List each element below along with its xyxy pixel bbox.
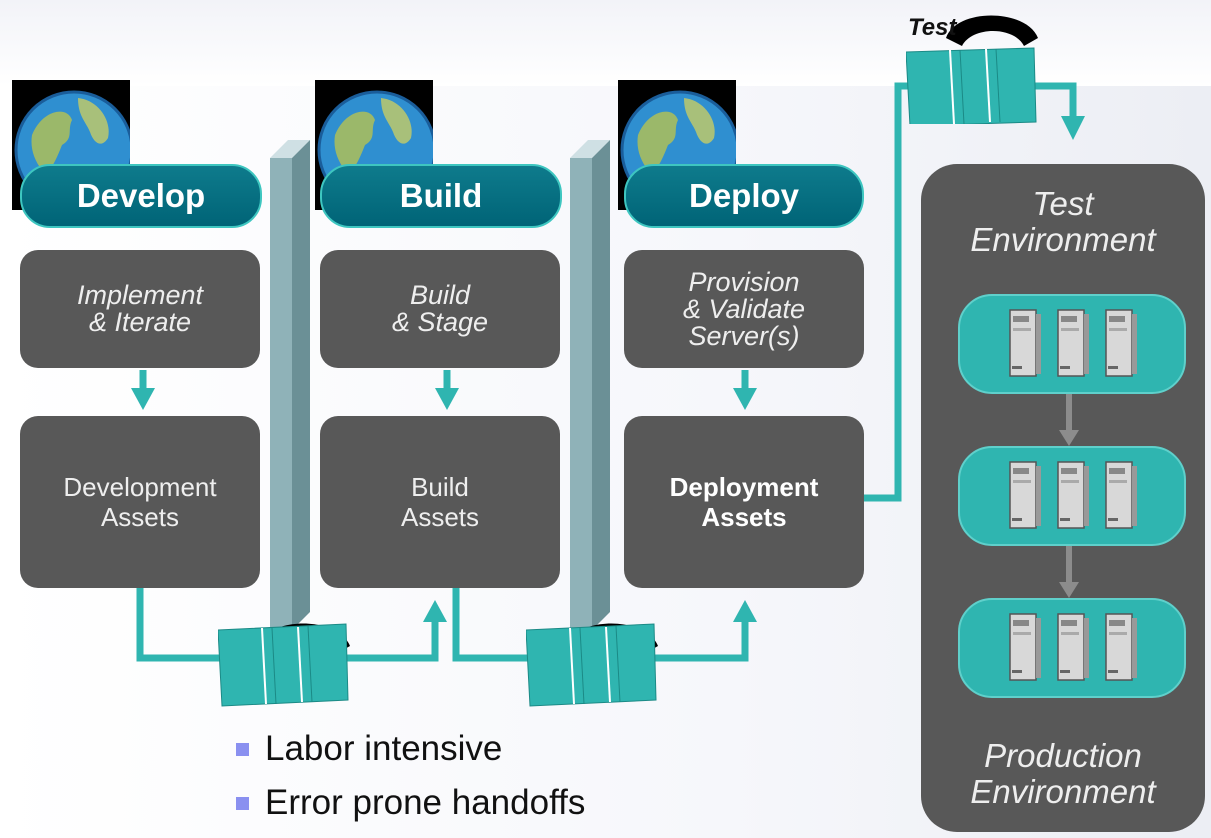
development-assets-box: Development Assets — [20, 416, 260, 588]
build-task-line: Build — [409, 280, 471, 310]
tape-handoff-icon — [526, 623, 658, 707]
develop-task-line: & Iterate — [88, 307, 192, 337]
bullet-square-icon — [236, 742, 249, 756]
bullet-list: Labor intensive Error prone handoffs — [236, 722, 585, 830]
stage-deploy-label: Deploy — [624, 164, 864, 228]
server-pod — [958, 598, 1186, 698]
test-environment-line: Test — [1032, 185, 1094, 222]
test-environment-title: Test Environment — [921, 186, 1205, 258]
deploy-to-test-pipe — [864, 82, 1077, 502]
build-task-line: & Stage — [391, 307, 489, 337]
server-icon — [1057, 613, 1089, 681]
server-icon — [1057, 309, 1089, 377]
development-assets-line: Development — [63, 472, 217, 502]
build-assets-box: Build Assets — [320, 416, 560, 588]
server-icon — [1009, 613, 1041, 681]
production-environment-line: Environment — [970, 773, 1156, 810]
deployment-assets-line: Assets — [701, 502, 787, 532]
bullet-item: Error prone handoffs — [236, 776, 585, 830]
handoff-barrier-pillar — [270, 140, 310, 630]
production-environment-title: Production Environment — [921, 738, 1205, 810]
server-icon — [1009, 309, 1041, 377]
stage-build-label: Build — [320, 164, 562, 228]
deployment-assets-box: Deployment Assets — [624, 416, 864, 588]
handoff-barrier-pillar — [570, 140, 610, 630]
build-assets-line: Build — [411, 472, 469, 502]
bullet-text: Labor intensive — [265, 729, 503, 768]
development-assets-line: Assets — [100, 502, 179, 532]
server-icon — [1105, 461, 1137, 529]
tape-test-label: Test — [908, 14, 957, 41]
server-icon — [1105, 309, 1137, 377]
deploy-task-line: Provision — [688, 266, 800, 297]
server-pod — [958, 294, 1186, 394]
stage-develop-label: Develop — [20, 164, 262, 228]
bullet-square-icon — [236, 796, 249, 810]
server-icon — [1009, 461, 1041, 529]
develop-task-line: Implement — [76, 280, 204, 310]
production-environment-line: Production — [984, 737, 1142, 774]
build-assets-line: Assets — [400, 502, 480, 532]
tape-handoff-icon — [218, 623, 350, 707]
deploy-task-line: & Validate — [682, 293, 806, 324]
deploy-task-box: Provision & Validate Server(s) — [624, 250, 864, 368]
deployment-assets-line: Deployment — [669, 472, 819, 502]
bullet-text: Error prone handoffs — [265, 783, 586, 822]
deploy-task-line: Server(s) — [688, 320, 800, 351]
server-icon — [1057, 461, 1089, 529]
develop-task-box: Implement & Iterate — [20, 250, 260, 368]
build-task-box: Build & Stage — [320, 250, 560, 368]
bullet-item: Labor intensive — [236, 722, 585, 776]
server-icon — [1105, 613, 1137, 681]
globe-icon — [12, 80, 130, 210]
test-environment-line: Environment — [970, 221, 1156, 258]
server-pod — [958, 446, 1186, 546]
tape-handoff-icon — [906, 15, 1038, 124]
